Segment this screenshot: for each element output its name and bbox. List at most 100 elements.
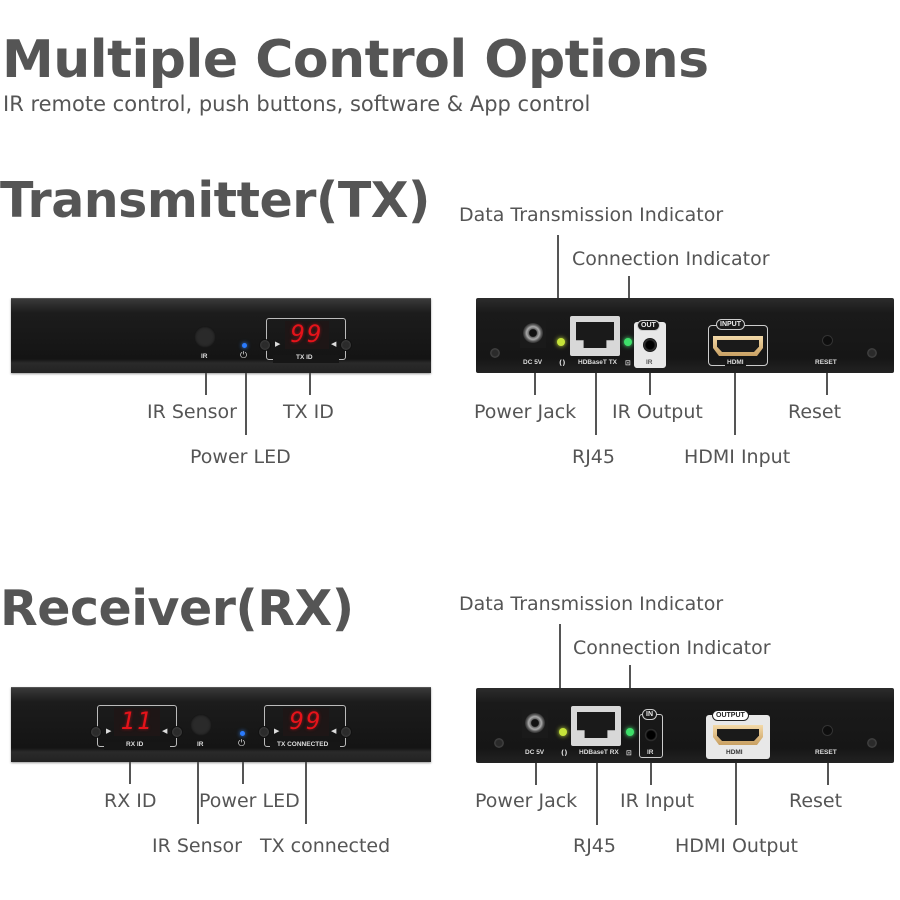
rj45-label: HDBaseT TX: [578, 359, 618, 366]
page-subtitle: IR remote control, push buttons, softwar…: [3, 92, 591, 116]
callout-line-tx-id: [309, 373, 311, 395]
callout-line-power-jack: [535, 763, 537, 785]
callout-tx-id: TX ID: [283, 401, 334, 423]
play-right-icon: ▶: [274, 727, 280, 735]
callout-line-ir-sensor: [205, 373, 207, 395]
callout-power-jack: Power Jack: [475, 790, 578, 812]
rx-front-panel: 11 RX ID ▶ ◀ IR ⏻ 99 TX CONNECTED ▶ ◀: [11, 687, 431, 762]
ir-text: IR: [201, 353, 208, 360]
hdmi-output-pill: OUTPUT: [712, 710, 749, 721]
connection-led: [624, 338, 632, 346]
callout-reset: Reset: [789, 790, 843, 812]
callout-line-conn-indicator: [629, 665, 631, 690]
callout-ir-output: IR Output: [612, 401, 703, 423]
power-led-icon: [240, 731, 245, 736]
callout-line-conn-indicator: [628, 276, 630, 301]
callout-conn-indicator: Connection Indicator: [572, 248, 770, 270]
reset-button[interactable]: [822, 725, 833, 736]
callout-line-rj45: [596, 763, 598, 825]
callout-data-indicator: Data Transmission Indicator: [459, 204, 724, 226]
ir-out-pill: OUT: [637, 320, 660, 331]
callout-tx-connected: TX connected: [260, 835, 391, 857]
play-left-icon: ◀: [331, 340, 337, 348]
tx-id-up-button[interactable]: [340, 339, 352, 351]
callout-conn-indicator: Connection Indicator: [573, 637, 771, 659]
callout-line-rj45: [595, 373, 597, 435]
ir-output-jack[interactable]: [643, 338, 657, 352]
callout-hdmi-output: HDMI Output: [675, 835, 798, 857]
callout-line-power-led: [242, 762, 244, 784]
callout-power-jack: Power Jack: [474, 401, 577, 423]
hdmi-output-port[interactable]: [713, 725, 763, 745]
play-left-icon: ◀: [162, 727, 168, 735]
ir-input-jack[interactable]: [644, 728, 658, 742]
connection-symbol-icon: ⊡: [626, 749, 632, 757]
callout-line-hdmi-output: [735, 763, 737, 825]
dc-label: DC 5V: [525, 749, 545, 756]
data-transmission-led: [559, 728, 567, 736]
callout-line-reset: [827, 763, 829, 785]
callout-line-power-jack: [534, 373, 536, 395]
screw-icon: [490, 348, 500, 358]
dc-power-jack[interactable]: [520, 318, 546, 348]
screw-icon: [867, 348, 877, 358]
data-symbol-icon: (): [561, 749, 568, 757]
callout-line-reset: [826, 373, 828, 395]
screw-icon: [494, 738, 504, 748]
rx-rear-panel: DC 5V () HDBaseT RX ⊡ IN IR OUTPUT HDMI …: [476, 688, 894, 763]
dc-label: DC 5V: [523, 359, 543, 366]
play-left-icon: ◀: [331, 727, 337, 735]
data-transmission-led: [557, 338, 565, 346]
ir-port-label: IR: [647, 749, 654, 756]
page-title: Multiple Control Options: [2, 30, 709, 90]
callout-power-led: Power LED: [190, 446, 291, 468]
tx-id-down-button[interactable]: [259, 339, 271, 351]
callout-line-ir-output: [649, 373, 651, 395]
dc-power-jack[interactable]: [522, 708, 548, 738]
rj45-label: HDBaseT RX: [579, 749, 619, 756]
ir-in-pill: IN: [642, 709, 657, 720]
ir-sensor-window: [190, 714, 212, 736]
callout-rx-id: RX ID: [104, 790, 157, 812]
tx-id-label: TX ID: [296, 354, 313, 361]
tx-select-down-button[interactable]: [258, 726, 270, 738]
rj45-port[interactable]: [570, 316, 620, 356]
hdmi-input-pill: INPUT: [716, 319, 745, 330]
hdmi-input-port[interactable]: [713, 336, 763, 356]
callout-rj45: RJ45: [573, 835, 616, 857]
reset-button[interactable]: [822, 335, 833, 346]
callout-rj45: RJ45: [572, 446, 615, 468]
tx-select-up-button[interactable]: [340, 726, 352, 738]
callout-line-tx-connected: [305, 762, 307, 824]
callout-hdmi-input: HDMI Input: [684, 446, 791, 468]
callout-line-data-indicator: [559, 624, 561, 690]
transmitter-section-title: Transmitter(TX): [0, 172, 430, 229]
callout-line-power-led: [245, 373, 247, 435]
connection-led: [626, 728, 634, 736]
ir-text: IR: [197, 741, 204, 748]
callout-power-led: Power LED: [199, 790, 300, 812]
hdmi-label: HDMI: [725, 359, 746, 366]
callout-data-indicator: Data Transmission Indicator: [459, 593, 724, 615]
callout-line-rx-id: [129, 762, 131, 784]
tx-front-panel: IR ⏻ 99 TX ID ▶ ◀: [11, 298, 431, 373]
data-symbol-icon: (): [559, 359, 566, 367]
tx-id-display: 99: [285, 321, 329, 349]
rx-id-up-button[interactable]: [171, 726, 183, 738]
tx-connected-display: 99: [283, 708, 329, 736]
hdmi-label: HDMI: [726, 749, 743, 756]
callout-line-hdmi-input: [734, 373, 736, 435]
power-symbol-icon: ⏻: [238, 739, 246, 749]
rj45-port[interactable]: [571, 706, 621, 746]
callout-ir-input: IR Input: [620, 790, 695, 812]
callout-line-ir-input: [650, 763, 652, 785]
tx-connected-label: TX CONNECTED: [277, 741, 329, 748]
callout-reset: Reset: [788, 401, 842, 423]
power-symbol-icon: ⏻: [240, 351, 248, 361]
callout-ir-sensor: IR Sensor: [147, 401, 237, 423]
rx-id-display: 11: [114, 708, 160, 736]
ir-port-label: IR: [646, 359, 653, 366]
callout-line-data-indicator: [557, 235, 559, 301]
connection-symbol-icon: ⊡: [625, 359, 631, 367]
rx-id-down-button[interactable]: [90, 726, 102, 738]
